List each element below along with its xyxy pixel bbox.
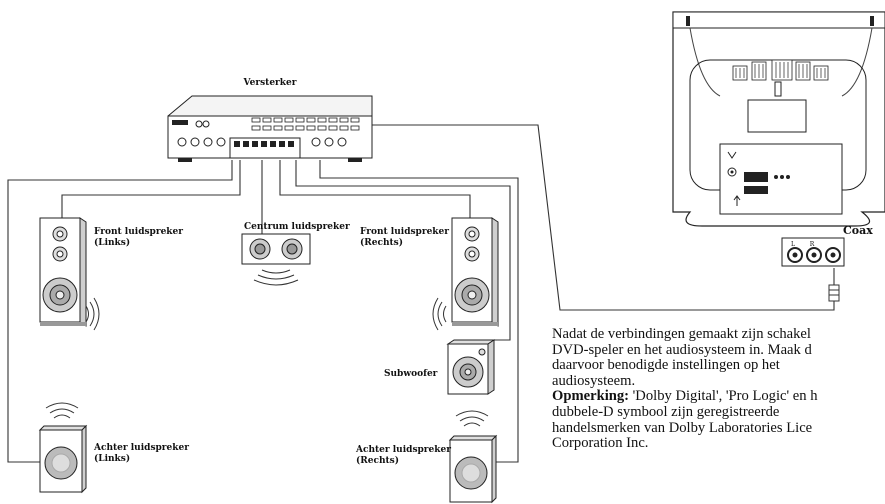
tv-back: [672, 11, 885, 227]
note-line: handelsmerken van Dolby Laboratories Lic…: [552, 419, 813, 436]
cable-rear-left: [7, 160, 233, 463]
subwoofer: [446, 339, 496, 395]
subwoofer-label: Subwoofer: [384, 369, 438, 379]
rear-right-sublabel: (Rechts): [356, 455, 399, 466]
front-right-speaker: [432, 217, 499, 331]
speaker-cables: [7, 160, 519, 463]
amplifier: [167, 95, 373, 162]
coax-plug: [828, 284, 840, 302]
cable-subwoofer: [295, 160, 511, 341]
front-left-speaker: [39, 217, 100, 331]
center-label: Centrum luidspreker: [244, 222, 350, 232]
caption-line: daarvoor benodigde instellingen op het: [552, 357, 780, 374]
caption-line: audiosysteem.: [552, 372, 636, 389]
note-line: Opmerking: 'Dolby Digital', 'Pro Logic' …: [552, 389, 885, 405]
note-text: 'Dolby Digital', 'Pro Logic' en h: [629, 388, 818, 405]
instruction-text: Nadat de verbindingen gemaakt zijn schak…: [552, 327, 885, 504]
front-left-label: Front luidspreker: [94, 227, 183, 237]
note-label: Opmerking:: [552, 388, 630, 405]
caption-line: DVD-speler en het audiosysteem in. Maak …: [552, 341, 812, 358]
center-speaker: [241, 233, 311, 286]
rear-left-label: Achter luidspreker: [93, 443, 189, 453]
amplifier-label: Versterker: [242, 78, 296, 88]
rear-left-speaker: [38, 402, 88, 494]
rear-left-sublabel: (Links): [94, 453, 130, 464]
antenna-icon: [727, 151, 737, 177]
jack-right-label: R: [810, 241, 815, 248]
rear-right-speaker: [448, 410, 498, 504]
note-line: dubbele-D symbool zijn geregistreerde: [552, 403, 780, 420]
rear-right-label: Achter luidspreker: [355, 445, 451, 455]
tv-audio-jacks: [781, 237, 845, 267]
cable-front-right: [279, 160, 471, 218]
note-line: Corporation Inc.: [552, 435, 649, 452]
jack-left-label: L: [791, 241, 795, 248]
cable-rear-right: [319, 160, 519, 463]
front-left-sublabel: (Links): [94, 237, 130, 248]
cable-front-left: [61, 160, 241, 218]
coax-label: Coax: [843, 224, 873, 237]
caption-line: Nadat de verbindingen gemaakt zijn schak…: [552, 327, 811, 342]
front-right-label: Front luidspreker: [360, 227, 449, 237]
front-right-sublabel: (Rechts): [360, 237, 403, 248]
